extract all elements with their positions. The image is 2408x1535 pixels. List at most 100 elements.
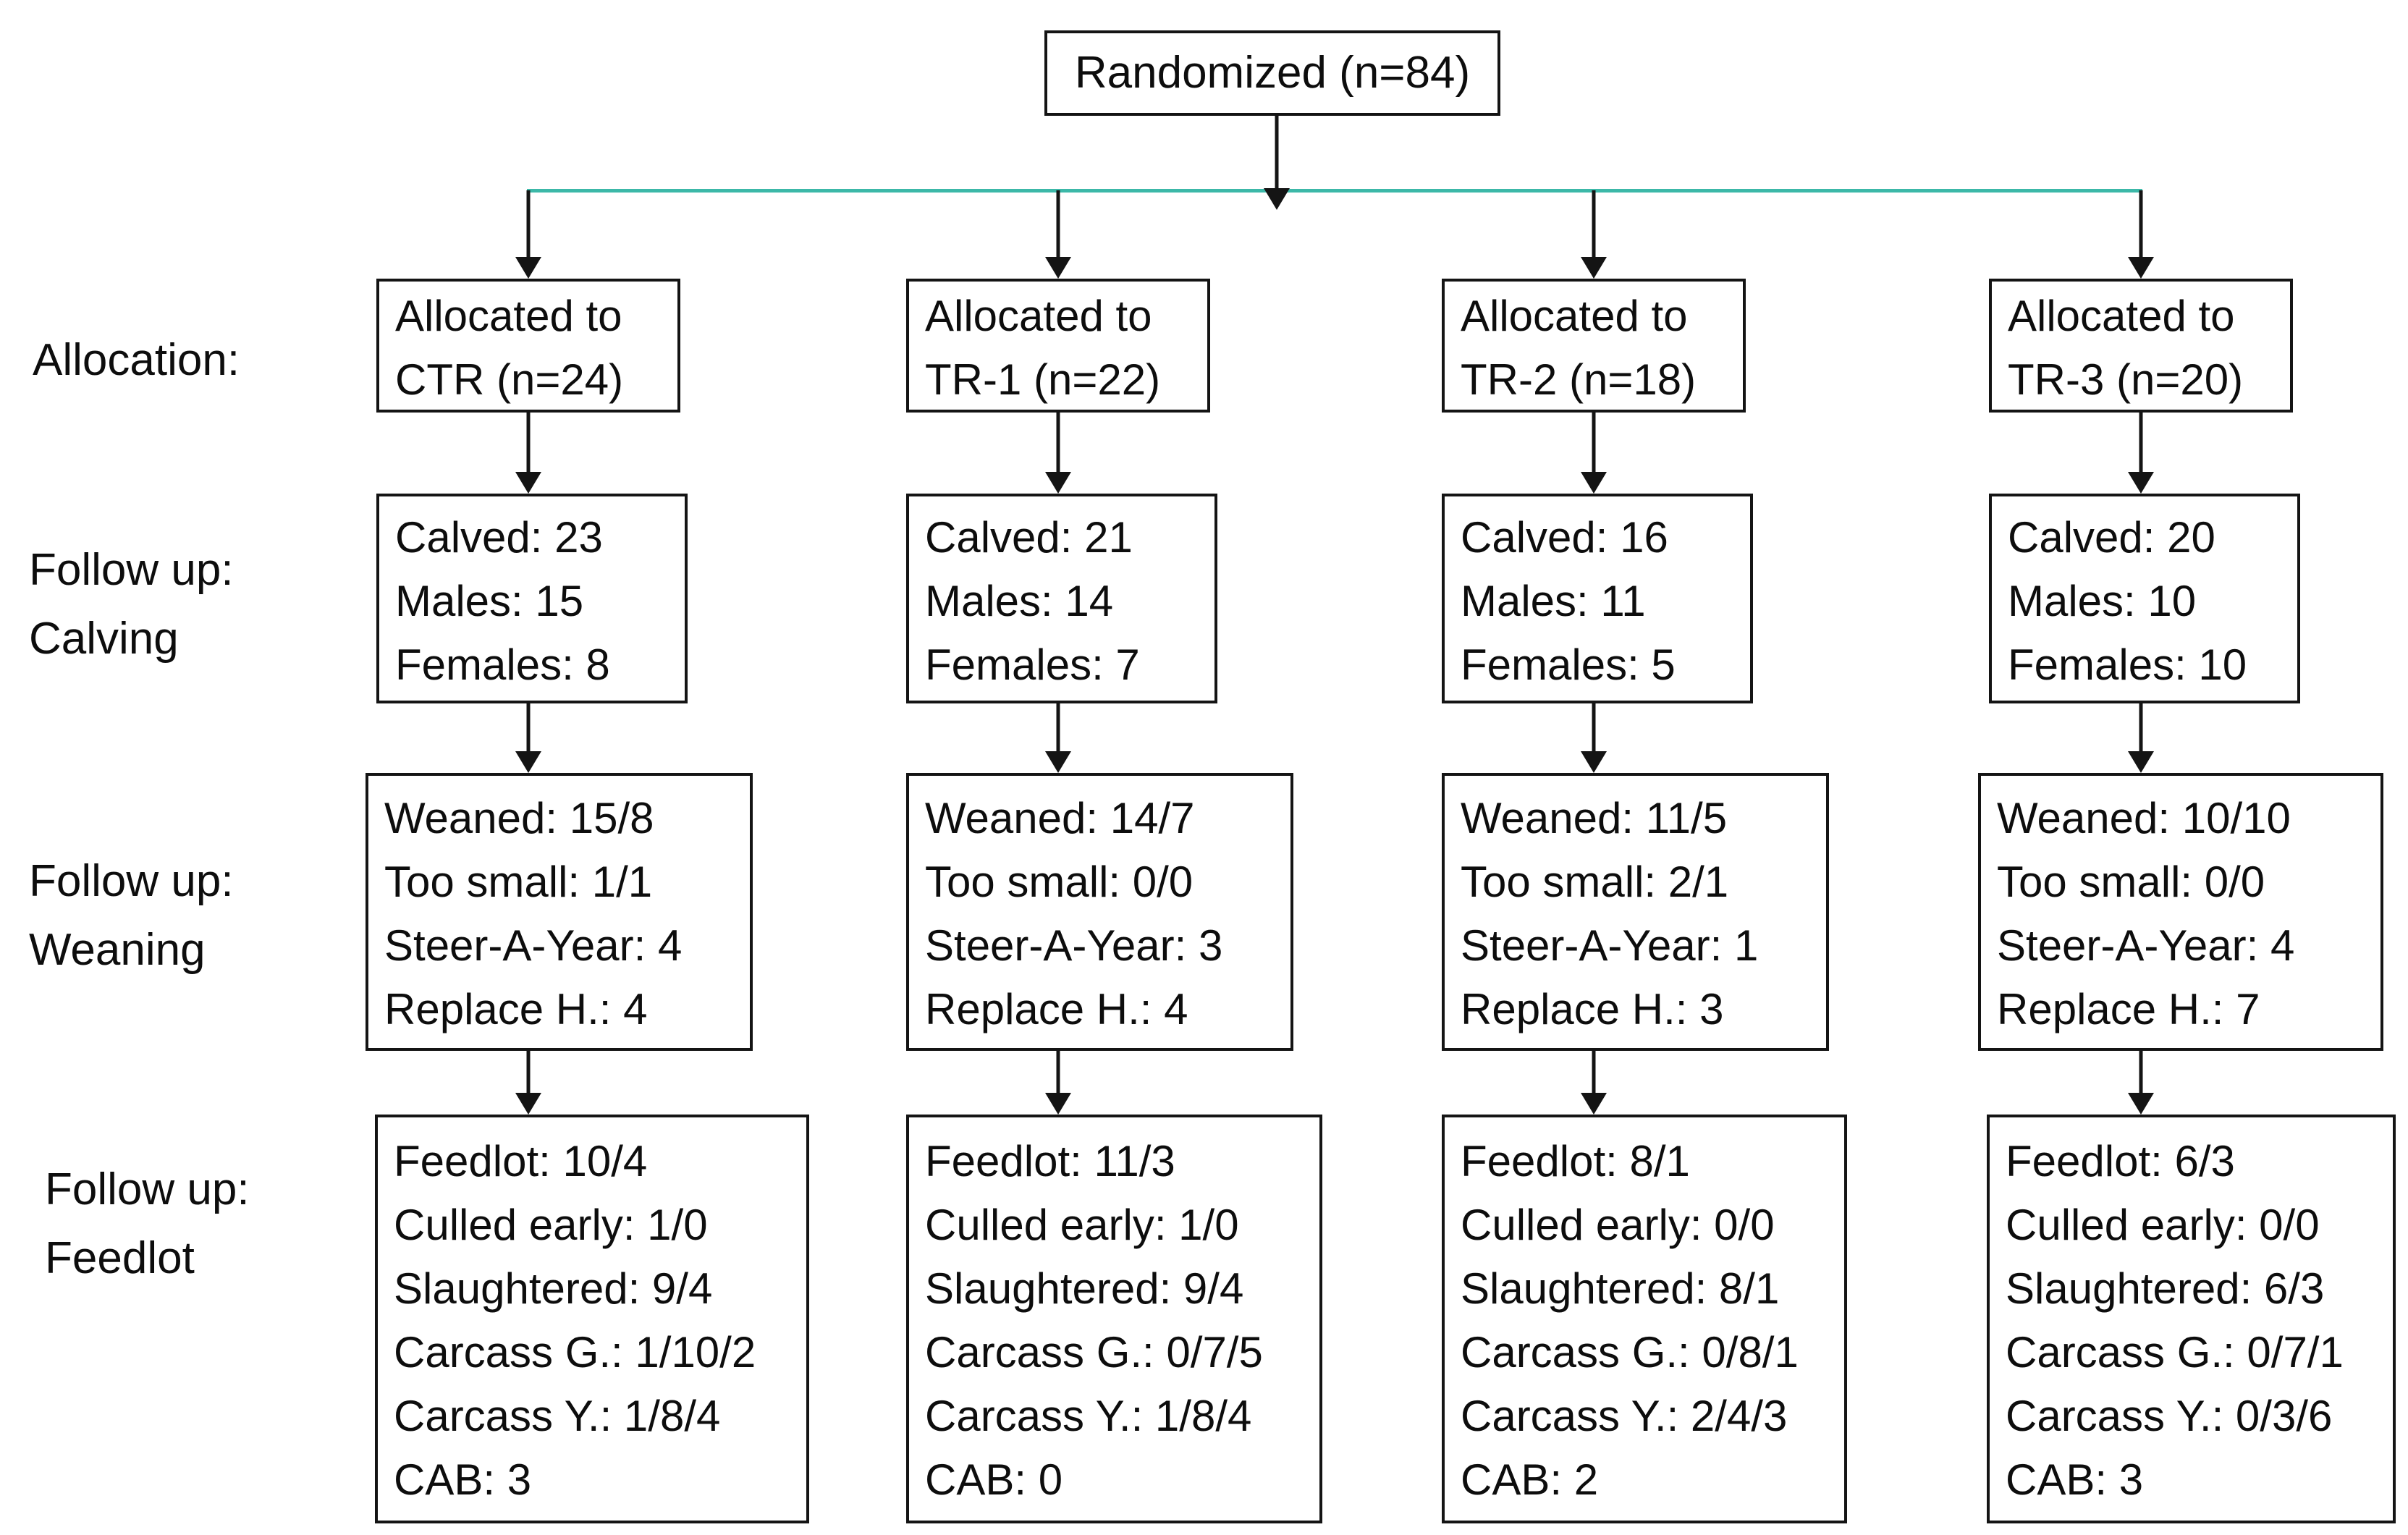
box-line: Allocated to [395,292,622,340]
box-line: Calved: 16 [1461,513,1668,562]
arrow-shaft [1056,1049,1060,1096]
box-line: Replace H.: 4 [925,985,1188,1033]
box-line: Allocated to [2008,292,2235,340]
box-line: Carcass Y.: 1/8/4 [394,1392,721,1440]
feedlot-box-tr2: Feedlot: 8/1 Culled early: 0/0 Slaughter… [1442,1115,1847,1523]
box-line: Carcass Y.: 1/8/4 [925,1392,1252,1440]
box-line: Too small: 1/1 [384,858,653,906]
box-line: Weaned: 14/7 [925,794,1195,842]
arrow-weaning-to-feedlot-tr1 [1045,1049,1071,1115]
box-line: CAB: 2 [1461,1455,1599,1504]
row-label-weaning: Follow up: Weaning [29,847,234,984]
arrow-weaning-to-feedlot-ctr [515,1049,541,1115]
box-line: Feedlot: 6/3 [2006,1137,2235,1185]
arrow-head-icon [1581,472,1607,494]
box-line: TR-3 (n=20) [2008,355,2244,404]
box-line: Females: 5 [1461,640,1676,689]
row-label-line: Feedlot [45,1233,195,1283]
arrow-shaft [1056,702,1060,754]
calving-box-tr2: Calved: 16 Males: 11 Females: 5 [1442,494,1753,703]
arrow-split-to-allocation-tr3 [2128,190,2154,279]
box-line: Calved: 23 [395,513,603,562]
box-line: Carcass G.: 1/10/2 [394,1328,756,1377]
box-line: Culled early: 1/0 [394,1201,708,1249]
row-label-line: Follow up: [45,1164,250,1214]
weaning-box-tr1: Weaned: 14/7 Too small: 0/0 Steer-A-Year… [906,773,1293,1051]
box-line: Calved: 20 [2008,513,2215,562]
box-line: CAB: 3 [394,1455,532,1504]
arrow-head-icon [2128,257,2154,279]
box-line: Females: 8 [395,640,610,689]
arrow-weaning-to-feedlot-tr2 [1581,1049,1607,1115]
row-label-line: Weaning [29,925,206,975]
arrow-head-icon [1581,751,1607,773]
box-line: CTR (n=24) [395,355,624,404]
box-line: Culled early: 0/0 [1461,1201,1775,1249]
box-line: Replace H.: 3 [1461,985,1724,1033]
box-line: Replace H.: 7 [1997,985,2260,1033]
arrow-shaft [1056,190,1060,260]
box-line: Slaughtered: 6/3 [2006,1264,2325,1313]
box-line: Too small: 0/0 [1997,858,2265,906]
box-line: Carcass G.: 0/7/1 [2006,1328,2344,1377]
box-line: Slaughtered: 9/4 [925,1264,1244,1313]
arrow-shaft [2139,411,2143,475]
box-line: Carcass Y.: 0/3/6 [2006,1392,2333,1440]
arrow-split-to-allocation-tr2 [1581,190,1607,279]
box-line: Males: 15 [395,577,584,625]
arrow-shaft [1592,190,1596,260]
box-line: Slaughtered: 9/4 [394,1264,713,1313]
box-line: CAB: 0 [925,1455,1063,1504]
randomized-box: Randomized (n=84) [1044,30,1500,116]
box-line: Carcass G.: 0/7/5 [925,1328,1263,1377]
box-line: Feedlot: 10/4 [394,1137,648,1185]
arrow-shaft [2139,1049,2143,1096]
randomized-label: Randomized (n=84) [1074,48,1471,98]
arrow-head-icon [2128,751,2154,773]
feedlot-box-tr1: Feedlot: 11/3 Culled early: 1/0 Slaughte… [906,1115,1322,1523]
arrow-shaft [1592,702,1596,754]
box-line: Males: 11 [1461,577,1646,625]
box-line: Steer-A-Year: 1 [1461,921,1759,970]
arrow-weaning-to-feedlot-tr3 [2128,1049,2154,1115]
allocation-box-tr2: Allocated to TR-2 (n=18) [1442,279,1746,413]
box-line: Steer-A-Year: 3 [925,921,1223,970]
calving-box-tr1: Calved: 21 Males: 14 Females: 7 [906,494,1217,703]
arrow-head-icon [1581,1093,1607,1115]
arrow-shaft [2139,702,2143,754]
calving-box-ctr: Calved: 23 Males: 15 Females: 8 [376,494,688,703]
box-line: Carcass G.: 0/8/1 [1461,1328,1799,1377]
box-line: Too small: 0/0 [925,858,1194,906]
weaning-box-tr3: Weaned: 10/10 Too small: 0/0 Steer-A-Yea… [1978,773,2383,1051]
box-line: Weaned: 11/5 [1461,794,1728,842]
arrow-allocation-to-calving-tr1 [1045,411,1071,494]
arrow-head-icon [515,751,541,773]
box-line: Females: 7 [925,640,1140,689]
arrow-shaft [526,702,531,754]
arrow-calving-to-weaning-tr3 [2128,702,2154,773]
arrow-allocation-to-calving-tr3 [2128,411,2154,494]
box-line: Steer-A-Year: 4 [384,921,683,970]
box-line: Weaned: 10/10 [1997,794,2291,842]
arrow-head-icon [1045,472,1071,494]
box-line: CAB: 3 [2006,1455,2144,1504]
arrow-shaft [526,190,531,260]
arrow-calving-to-weaning-tr2 [1581,702,1607,773]
arrow-head-icon [1581,257,1607,279]
arrow-shaft [1592,411,1596,475]
box-line: Feedlot: 11/3 [925,1137,1175,1185]
box-line: Slaughtered: 8/1 [1461,1264,1780,1313]
arrow-calving-to-weaning-ctr [515,702,541,773]
arrow-shaft [526,1049,531,1096]
box-line: Males: 14 [925,577,1114,625]
row-label-line: Follow up: [29,856,234,906]
arrow-allocation-to-calving-ctr [515,411,541,494]
row-label-line: Allocation: [33,335,240,385]
arrow-head-icon [1045,1093,1071,1115]
arrow-shaft [2139,190,2143,260]
arrow-head-icon [1045,751,1071,773]
arrow-shaft [526,411,531,475]
row-label-feedlot: Follow up: Feedlot [45,1155,250,1293]
split-connector-line [527,189,2142,193]
